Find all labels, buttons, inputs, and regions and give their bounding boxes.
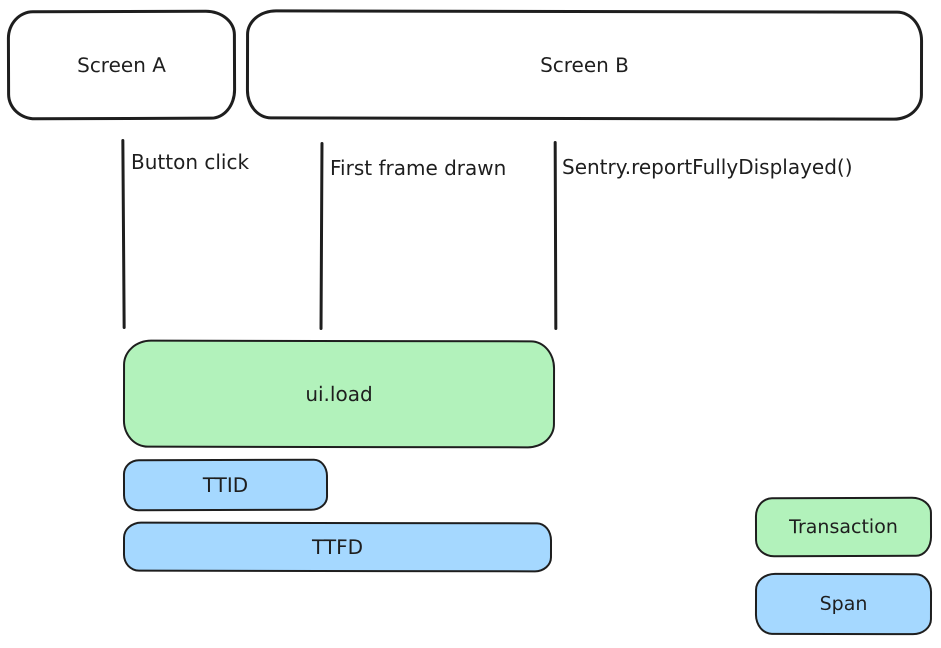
event-marker-button-click [121, 138, 126, 330]
event-label-report-fully-displayed: Sentry.reportFullyDisplayed() [562, 155, 853, 179]
span-bar-ttid: TTID [122, 458, 329, 512]
transaction-bar-ui-load: ui.load [122, 339, 556, 449]
screen-b-box: Screen B [245, 9, 924, 121]
screen-b-label: Screen B [540, 52, 629, 78]
event-label-button-click: Button click [131, 150, 250, 174]
span-bar-ttid-label: TTID [202, 472, 249, 498]
event-marker-first-frame-drawn [319, 141, 324, 331]
event-label-first-frame-drawn: First frame drawn [330, 156, 507, 180]
legend-transaction-box: Transaction [754, 496, 933, 558]
screen-a-label: Screen A [77, 52, 166, 78]
span-bar-ttfd: TTFD [122, 521, 553, 573]
legend-span-label: Span [819, 592, 868, 616]
legend-transaction-label: Transaction [789, 515, 898, 539]
legend-span-box: Span [754, 572, 933, 636]
transaction-bar-ui-load-label: ui.load [305, 381, 373, 407]
screen-a-box: Screen A [6, 9, 237, 121]
event-marker-report-fully-displayed [553, 140, 558, 331]
span-bar-ttfd-label: TTFD [311, 534, 364, 560]
